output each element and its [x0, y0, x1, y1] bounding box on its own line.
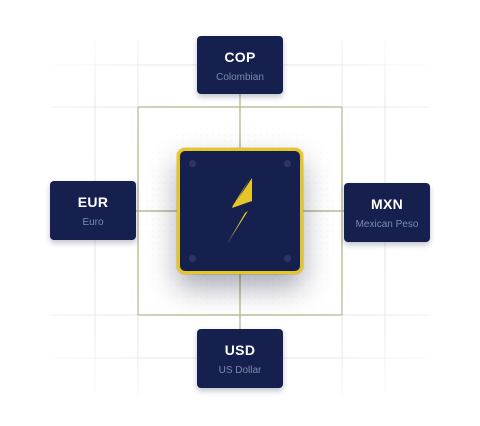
currency-node-eur: EUR Euro — [50, 181, 136, 240]
screw-icon — [189, 255, 196, 262]
currency-name: Mexican Peso — [355, 219, 419, 230]
currency-code: USD — [224, 342, 256, 358]
currency-name: US Dollar — [218, 365, 262, 376]
lightning-bolt-icon — [227, 178, 252, 244]
screw-icon — [284, 160, 291, 167]
currency-node-cop: COP Colombian — [197, 36, 283, 94]
currency-name: Euro — [82, 217, 104, 228]
currency-node-mxn: MXN Mexican Peso — [344, 183, 430, 242]
currency-name: Colombian — [216, 72, 264, 83]
currency-code: COP — [224, 49, 256, 65]
currency-code: MXN — [370, 196, 403, 212]
hub-node — [177, 148, 303, 274]
currency-node-usd: USD US Dollar — [197, 329, 283, 388]
screw-icon — [284, 255, 291, 262]
screw-icon — [189, 160, 196, 167]
currency-code: EUR — [77, 194, 109, 210]
